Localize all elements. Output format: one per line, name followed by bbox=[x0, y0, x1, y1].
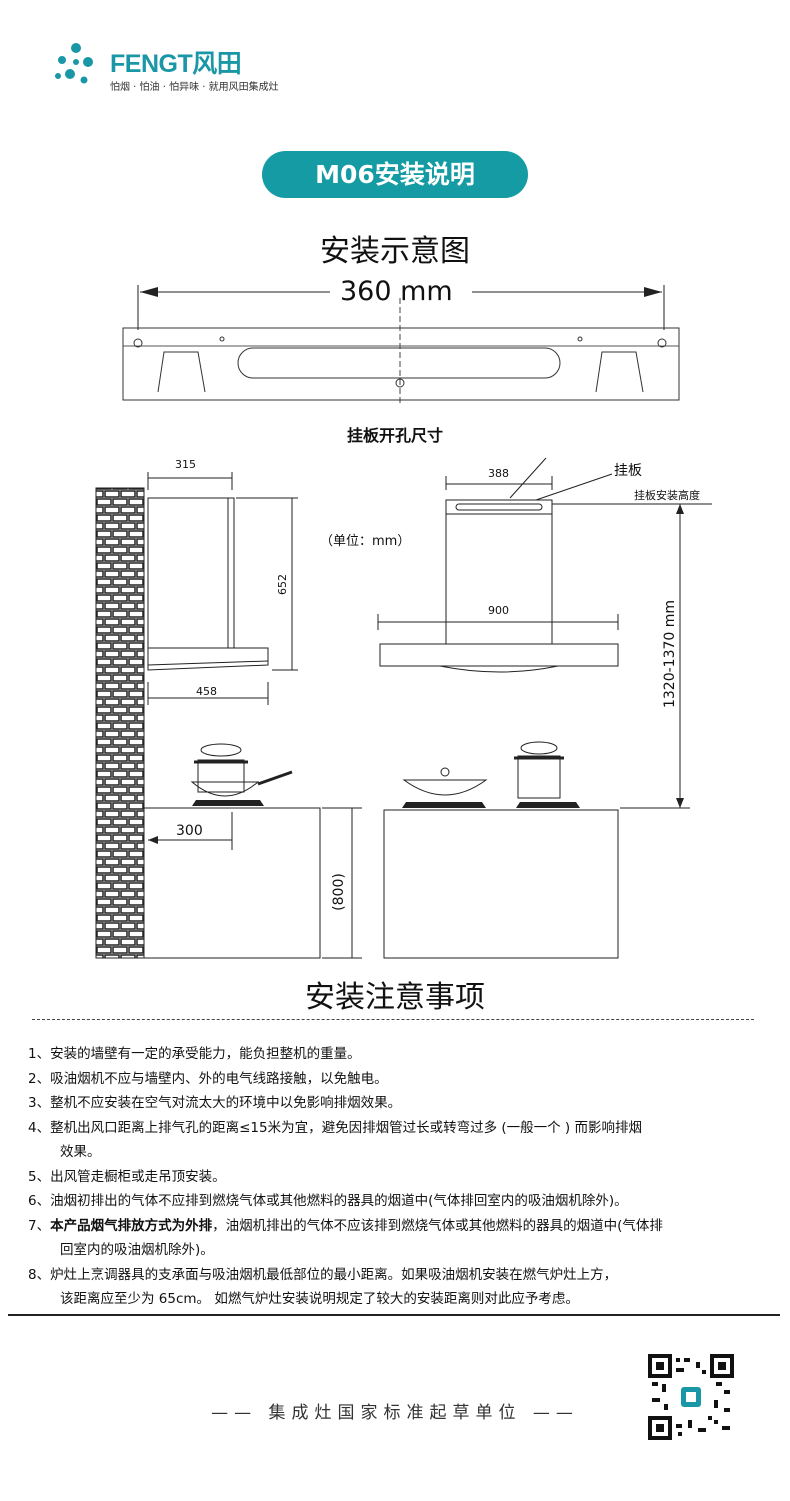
note-item-continued: 回室内的吸油烟机除外)。 bbox=[60, 1242, 214, 1258]
footer-divider bbox=[8, 1314, 780, 1316]
side-view-diagram bbox=[95, 472, 362, 959]
page-title: M06安装说明 bbox=[262, 151, 528, 198]
brand-name: FENGT风田 bbox=[110, 50, 242, 78]
unit-label: （单位：mm） bbox=[320, 534, 411, 549]
label-plate-height: 挂板安装高度 bbox=[634, 489, 700, 502]
note-text: ，油烟机排出的气体不应该排到燃烧气体或其他燃料的器具的烟道中(气体排 bbox=[212, 1217, 663, 1234]
note-item: 6、油烟初排出的气体不应排到燃烧气体或其他燃料的器具的烟道中(气体排回室内的吸油… bbox=[28, 1193, 628, 1209]
diagram-title: 安装示意图 bbox=[320, 234, 470, 269]
note-item: 5、出风管走橱柜或走吊顶安装。 bbox=[28, 1168, 226, 1185]
dim-top-width-right: 388 bbox=[488, 467, 509, 480]
dim-top-width-left: 315 bbox=[175, 458, 196, 471]
dim-bottom-width-left: 458 bbox=[196, 685, 217, 698]
dim-cabinet-height: (800) bbox=[330, 873, 347, 911]
note-bold-phrase: 本产品烟气排放方式为外排 bbox=[50, 1217, 213, 1234]
note-item-continued: 该距离应至少为 65cm。 如燃气炉灶安装说明规定了较大的安装距离则对此应予考虑… bbox=[60, 1291, 579, 1307]
notes-list: 1、安装的墙壁有一定的承受能力，能负担整机的重量。 2、吸油烟机不应与墙壁内、外… bbox=[28, 1042, 768, 1312]
plate-caption: 挂板开孔尺寸 bbox=[346, 426, 443, 445]
label-plate: 挂板 bbox=[614, 463, 642, 479]
wall-plate-diagram bbox=[122, 285, 680, 405]
note-item: 7、本产品烟气排放方式为外排，油烟机排出的气体不应该排到燃烧气体或其他燃料的器具… bbox=[28, 1214, 768, 1239]
note-number: 7、 bbox=[28, 1217, 51, 1234]
dashed-divider bbox=[32, 1019, 754, 1020]
note-item: 8、炉灶上烹调器具的支承面与吸油烟机最低部位的最小距离。如果吸油烟机安装在燃气炉… bbox=[28, 1266, 618, 1283]
dim-hood-width: 900 bbox=[488, 604, 509, 617]
dim-install-height: 1320-1370 mm bbox=[662, 599, 679, 709]
note-item: 1、安装的墙壁有一定的承受能力，能负担整机的重量。 bbox=[28, 1046, 361, 1062]
footer-text: —— 集成灶国家标准起草单位 —— bbox=[211, 1403, 579, 1423]
plate-width-label: 360 mm bbox=[340, 276, 453, 307]
brand-slogan: 怕烟 · 怕油 · 怕异味 · 就用风田集成灶 bbox=[110, 82, 279, 93]
dim-height-left: 652 bbox=[276, 574, 289, 595]
logo-mark-icon bbox=[55, 43, 93, 84]
qr-code-icon bbox=[648, 1354, 734, 1440]
front-view-diagram bbox=[377, 457, 712, 959]
brand-logo: FENGT风田 怕烟 · 怕油 · 怕异味 · 就用风田集成灶 bbox=[50, 38, 310, 98]
note-item: 3、整机不应安装在空气对流太大的环境中以免影响排烟效果。 bbox=[28, 1095, 402, 1111]
note-item: 4、整机出风口距离上排气孔的距离≤15米为宜，避免因排烟管过长或转弯过多 (一般… bbox=[28, 1119, 642, 1136]
notes-title: 安装注意事项 bbox=[305, 980, 485, 1015]
note-item-continued: 效果。 bbox=[60, 1144, 101, 1160]
note-item: 2、吸油烟机不应与墙壁内、外的电气线路接触，以免触电。 bbox=[28, 1070, 388, 1087]
dim-cabinet-depth: 300 bbox=[176, 823, 203, 839]
